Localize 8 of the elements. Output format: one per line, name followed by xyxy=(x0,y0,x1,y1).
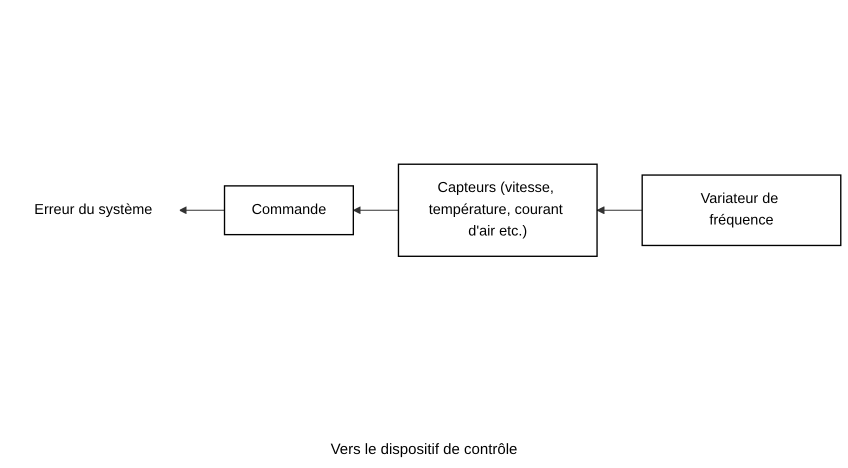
arrow xyxy=(596,206,643,214)
node-box: Capteurs (vitesse, température, courant d'air etc.) xyxy=(398,163,598,257)
node-box: Variateur de fréquence xyxy=(642,174,842,246)
node-box: Commande xyxy=(224,184,354,236)
arrow xyxy=(179,206,225,214)
arrow xyxy=(352,206,399,214)
node-text: Erreur du système xyxy=(34,202,152,218)
note-text: Vers le dispositif de contrôle xyxy=(330,441,518,458)
